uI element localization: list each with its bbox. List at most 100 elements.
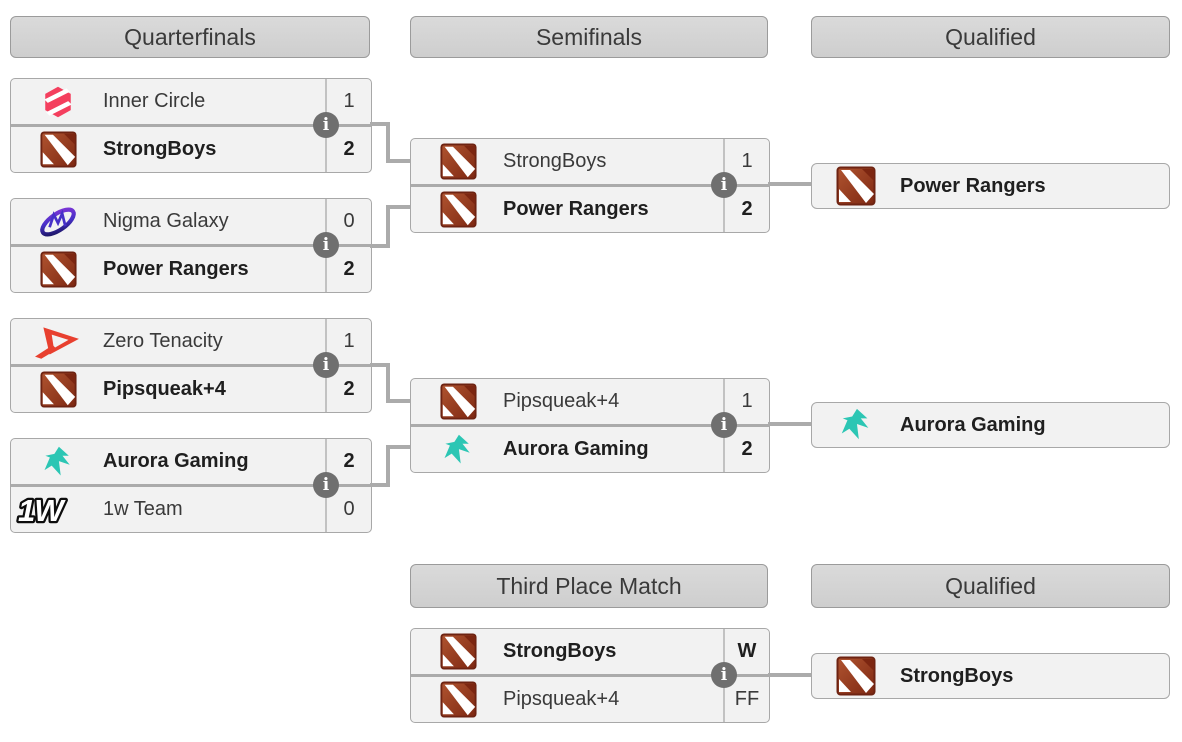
info-icon[interactable]: i [711, 172, 737, 198]
nigma-galaxy-icon[interactable] [29, 201, 87, 243]
bracket-connector [386, 399, 410, 403]
info-icon[interactable]: i [711, 662, 737, 688]
qualified-team-name[interactable]: Power Rangers [900, 174, 1046, 197]
team-name[interactable]: Pipsqueak+4 [503, 688, 620, 710]
team-row: Aurora Gaming 2 [411, 427, 769, 472]
bracket-connector [370, 244, 390, 248]
team-score: 2 [325, 367, 371, 412]
info-icon[interactable]: i [313, 472, 339, 498]
dota2-icon[interactable] [429, 681, 487, 718]
team-name[interactable]: Pipsqueak+4 [103, 378, 226, 400]
team-score: 1 [325, 79, 371, 124]
bracket-connector [386, 122, 390, 163]
team-score: FF [723, 677, 769, 722]
bracket-connector [768, 182, 811, 186]
team-name[interactable]: Zero Tenacity [103, 330, 223, 352]
team-row: StrongBoys 1 [411, 139, 769, 184]
info-icon[interactable]: i [313, 352, 339, 378]
aurora-gaming-icon[interactable] [429, 432, 487, 468]
round-header-semifinals: Semifinals [410, 16, 768, 58]
match-divider [411, 184, 769, 187]
dota2-icon[interactable] [832, 166, 880, 206]
team-score: 2 [325, 127, 371, 172]
aurora-gaming-icon[interactable] [832, 406, 880, 444]
team-name[interactable]: Nigma Galaxy [103, 210, 229, 232]
round-header-qualified-bottom: Qualified [811, 564, 1170, 608]
bracket-connector [370, 483, 390, 487]
team-name[interactable]: Aurora Gaming [503, 438, 649, 460]
bracket-connector [386, 205, 390, 248]
info-icon-glyph: i [322, 234, 330, 255]
team-name[interactable]: StrongBoys [503, 640, 617, 662]
team-row: Aurora Gaming 2 [11, 439, 371, 484]
team-name[interactable]: StrongBoys [103, 138, 217, 160]
match-divider [11, 364, 371, 367]
info-icon[interactable]: i [313, 112, 339, 138]
bracket-connector [768, 422, 811, 426]
team-name[interactable]: Pipsqueak+4 [503, 390, 620, 412]
qualified-team-box: StrongBoys [811, 653, 1170, 699]
bracket-connector [386, 205, 410, 209]
info-icon[interactable]: i [711, 412, 737, 438]
team-row: Power Rangers 2 [411, 187, 769, 232]
match-divider [11, 244, 371, 247]
bracket-connector [386, 363, 390, 403]
team-row: Zero Tenacity 1 [11, 319, 371, 364]
team-name[interactable]: StrongBoys [503, 150, 607, 172]
bracket-connector [768, 673, 811, 677]
team-row: Nigma Galaxy 0 [11, 199, 371, 244]
team-score: 2 [723, 427, 769, 472]
info-icon[interactable]: i [313, 232, 339, 258]
aurora-gaming-icon[interactable] [29, 444, 87, 480]
qualified-team-box: Aurora Gaming [811, 402, 1170, 448]
dota2-icon[interactable] [429, 143, 487, 180]
team-score: 1 [325, 319, 371, 364]
zero-tenacity-icon[interactable] [29, 324, 87, 360]
qualified-team-name[interactable]: StrongBoys [900, 664, 1014, 687]
info-icon-glyph: i [322, 354, 330, 375]
info-icon-glyph: i [720, 174, 728, 195]
dota2-icon[interactable] [429, 191, 487, 228]
team-score: 1 [723, 379, 769, 424]
team-score: 2 [325, 247, 371, 292]
info-icon-glyph: i [322, 474, 330, 495]
team-row: Pipsqueak+4 FF [411, 677, 769, 722]
team-name[interactable]: Power Rangers [503, 198, 649, 220]
dota2-icon[interactable] [429, 633, 487, 670]
round-header-quarterfinals: Quarterfinals [10, 16, 370, 58]
dota2-icon[interactable] [29, 131, 87, 168]
qualified-team-box: Power Rangers [811, 163, 1170, 209]
team-name[interactable]: Aurora Gaming [103, 450, 249, 472]
team-score: 2 [723, 187, 769, 232]
team-row: Pipsqueak+4 1 [411, 379, 769, 424]
team-score: 1 [723, 139, 769, 184]
team-name[interactable]: Inner Circle [103, 90, 206, 112]
match-divider [411, 674, 769, 677]
bracket-connector [386, 445, 390, 487]
bracket-connector [370, 122, 390, 126]
info-icon-glyph: i [720, 414, 728, 435]
dota2-icon[interactable] [832, 656, 880, 696]
match-box-qf4: Aurora Gaming 2 1w Team 0 i [10, 438, 372, 533]
team-score: 0 [325, 199, 371, 244]
info-icon-glyph: i [720, 664, 728, 685]
match-divider [411, 424, 769, 427]
qualified-team-name[interactable]: Aurora Gaming [900, 413, 1046, 436]
dota2-icon[interactable] [29, 371, 87, 408]
one-w-team-icon[interactable] [15, 490, 85, 530]
bracket-connector [370, 363, 390, 367]
team-name[interactable]: 1w Team [103, 498, 183, 520]
match-divider [11, 484, 371, 487]
team-row: 1w Team 0 [11, 487, 371, 532]
bracket-connector [386, 445, 410, 449]
team-row: StrongBoys W [411, 629, 769, 674]
match-box-third-place: StrongBoys W Pipsqueak+4 FF i [410, 628, 770, 723]
match-box-qf2: Nigma Galaxy 0 Power Rangers 2 i [10, 198, 372, 293]
team-row: Power Rangers 2 [11, 247, 371, 292]
match-box-qf3: Zero Tenacity 1 Pipsqueak+4 2 i [10, 318, 372, 413]
inner-circle-icon[interactable] [29, 85, 87, 119]
dota2-icon[interactable] [29, 251, 87, 288]
match-box-sf2: Pipsqueak+4 1 Aurora Gaming 2 i [410, 378, 770, 473]
team-name[interactable]: Power Rangers [103, 258, 249, 280]
dota2-icon[interactable] [429, 383, 487, 420]
